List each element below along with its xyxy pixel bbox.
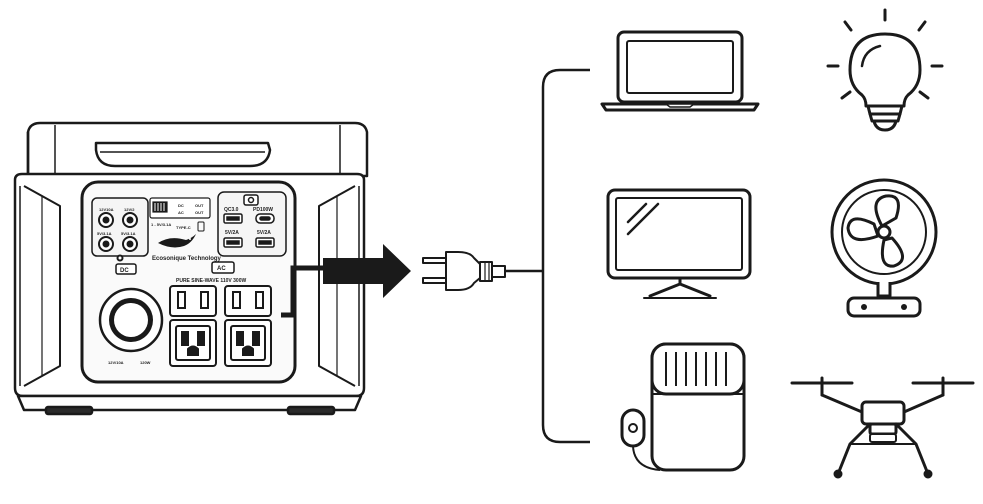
display-label-ac: AC: [178, 210, 184, 215]
top-handle: [26, 121, 369, 178]
usb-label-pd: PD100W: [253, 207, 273, 213]
display-label-out: OUT: [195, 203, 204, 208]
car-socket[interactable]: [98, 287, 164, 353]
television-icon: [606, 188, 752, 299]
light-bulb-icon: [826, 8, 944, 132]
car-socket-label-b: 120W: [140, 360, 151, 365]
ac-subtitle: PURE SINE-WAVE 110V 300W: [176, 278, 246, 284]
fan-icon: [830, 178, 938, 318]
brand-name: Ecosonique Technology: [152, 256, 222, 262]
laptop-icon: [600, 30, 760, 112]
usb-label-qc: QC3.0: [224, 207, 239, 213]
usb-label-a1: 5V/2A: [225, 230, 239, 236]
display-label-typec: TYPE-C: [176, 225, 191, 230]
ac-outlet-2[interactable]: [224, 285, 272, 317]
ac-outlets: [169, 285, 272, 367]
dc-ports: [91, 197, 149, 262]
ac-outlet-1[interactable]: [169, 285, 217, 317]
dc-badge: DC: [120, 268, 129, 274]
display-marker: 1 - 5V/3.1A: [151, 222, 171, 227]
brand-logo: [158, 234, 196, 248]
distribution-bracket: [541, 68, 590, 444]
usb-label-a2: 5V/2A: [257, 230, 271, 236]
display-label-dc: DC: [178, 203, 184, 208]
drone-icon: [790, 376, 975, 479]
arrow-icon: [323, 244, 411, 298]
plug-icon: [422, 251, 543, 291]
usb-section: [217, 191, 287, 257]
display-label-out-2: OUT: [195, 210, 204, 215]
display: [149, 197, 211, 219]
dc-port-label-1: 12V10A: [99, 207, 114, 212]
electric-blanket-icon: [620, 342, 746, 472]
usb-power-button[interactable]: [243, 194, 259, 206]
power-cable: [281, 265, 325, 318]
ac-badge: AC: [217, 266, 226, 272]
car-socket-label-a: 12V/10A: [108, 360, 124, 365]
dc-port-label-3: 5V/3.1A: [97, 231, 112, 236]
dc-port-label-4: 5V/3.1A: [121, 231, 136, 236]
base: [16, 394, 363, 412]
handle-grip: [94, 141, 272, 168]
dc-port-label-2: 12V/2: [124, 207, 135, 212]
